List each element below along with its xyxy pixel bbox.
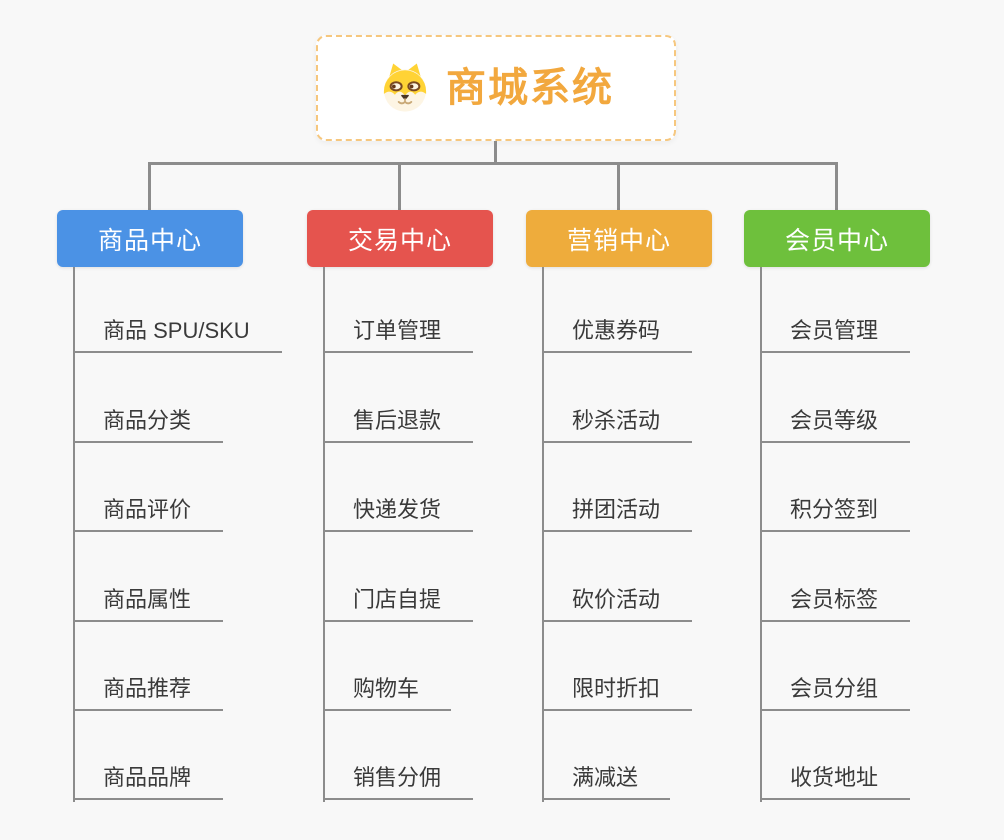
connector-root-stem [494, 141, 497, 163]
branch-column: 商品中心 商品 SPU/SKU 商品分类商品评价商品属性商品推荐商品品牌 [57, 210, 317, 822]
connector-branch-drop [617, 162, 620, 211]
sub-topic[interactable]: 商品属性 [73, 586, 224, 622]
connector-branch-line [323, 267, 325, 802]
sub-topic[interactable]: 砍价活动 [542, 586, 693, 622]
connector-branch-drop [148, 162, 151, 211]
connector-branch-line [760, 267, 762, 802]
sub-topic[interactable]: 销售分佣 [323, 764, 474, 800]
branch-topic[interactable]: 交易中心 [307, 210, 493, 267]
branch-topic[interactable]: 营销中心 [526, 210, 712, 267]
sub-topic[interactable]: 会员分组 [760, 675, 911, 711]
branch-topic-label: 交易中心 [347, 226, 452, 255]
sub-topic[interactable]: 拼团活动 [542, 496, 693, 532]
connector-branch-line [542, 267, 544, 802]
connector-bus [148, 162, 838, 165]
sub-topic[interactable]: 商品评价 [73, 496, 224, 532]
connector-branch-line [73, 267, 75, 802]
branch-topic[interactable]: 会员中心 [744, 210, 930, 267]
sub-topic[interactable]: 满减送 [542, 764, 671, 800]
sub-topic[interactable]: 商品推荐 [73, 675, 224, 711]
connector-branch-drop [398, 162, 401, 211]
sub-topic[interactable]: 限时折扣 [542, 675, 693, 711]
connector-branch-drop [835, 162, 838, 211]
branch-topic-label: 会员中心 [784, 226, 889, 255]
branch-column: 营销中心 优惠券码秒杀活动拼团活动砍价活动限时折扣满减送 [526, 210, 786, 822]
sub-topic[interactable]: 商品 SPU/SKU [73, 317, 282, 353]
sub-topic[interactable]: 收货地址 [760, 764, 911, 800]
sub-topic[interactable]: 商品分类 [73, 407, 224, 443]
branch-topic-label: 商品中心 [97, 226, 202, 255]
sub-topic[interactable]: 会员管理 [760, 317, 911, 353]
branch-topic-label: 营销中心 [566, 226, 671, 255]
sub-topic[interactable]: 购物车 [323, 675, 452, 711]
sub-topic[interactable]: 会员标签 [760, 586, 911, 622]
root-topic[interactable]: 商城系统 [316, 35, 676, 141]
sub-topic[interactable]: 商品品牌 [73, 764, 224, 800]
branch-column: 会员中心 会员管理会员等级积分签到会员标签会员分组收货地址 [744, 210, 1004, 822]
branch-column: 交易中心 订单管理售后退款快递发货门店自提购物车销售分佣 [307, 210, 567, 822]
sub-topic[interactable]: 订单管理 [323, 317, 474, 353]
sub-topic[interactable]: 快递发货 [323, 496, 474, 532]
sub-topic[interactable]: 售后退款 [323, 407, 474, 443]
sub-topic[interactable]: 积分签到 [760, 496, 911, 532]
sub-topic[interactable]: 门店自提 [323, 586, 474, 622]
sub-topic[interactable]: 秒杀活动 [542, 407, 693, 443]
dog-face-icon [378, 61, 432, 115]
sub-topic[interactable]: 优惠券码 [542, 317, 693, 353]
sub-topic[interactable]: 会员等级 [760, 407, 911, 443]
branch-topic[interactable]: 商品中心 [57, 210, 243, 267]
root-topic-label: 商城系统 [446, 66, 614, 110]
